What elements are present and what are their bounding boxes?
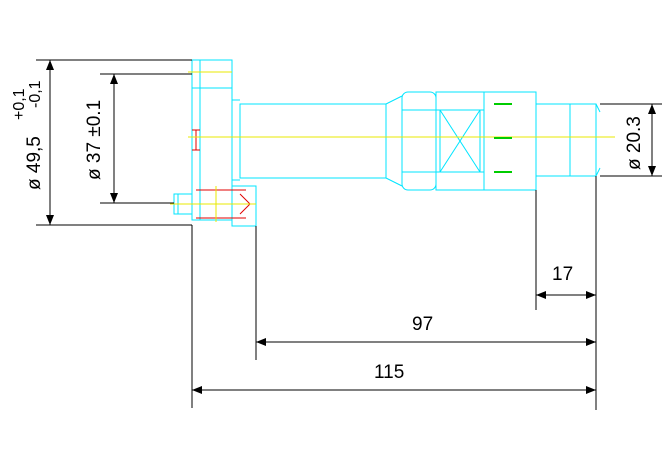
length-17-label: 17 [552,264,573,285]
centerlines [170,71,615,222]
dimension-lines [36,59,662,410]
green-marks [494,103,512,173]
outer-diameter-label: ø 49,5 [24,136,45,190]
hidden-lines [192,129,251,219]
length-115-label: 115 [374,362,404,383]
outer-tol-lower-label: -0,1 [27,80,44,108]
end-diameter-label: ø 20.3 [624,116,645,170]
outer-tol-upper-label: +0,1 [11,88,28,120]
part-outline [173,59,601,227]
bore-diameter-label: ø 37 ±0.1 [84,100,105,180]
length-97-label: 97 [412,314,433,335]
